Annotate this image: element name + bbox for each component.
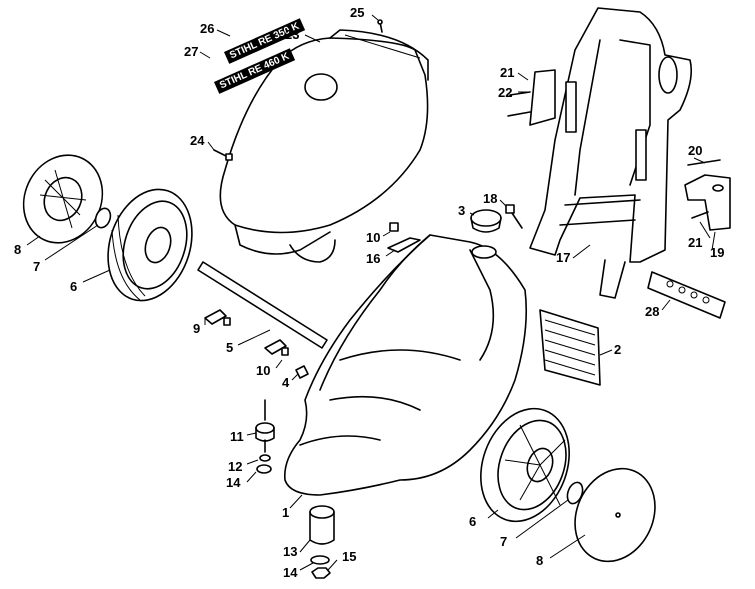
label-part-16: 16 bbox=[366, 251, 381, 266]
label-part-15: 15 bbox=[342, 549, 357, 564]
label-part-22: 22 bbox=[498, 85, 513, 100]
label-part-14-bottom: 14 bbox=[283, 565, 298, 580]
part-2-grille bbox=[539, 309, 601, 386]
label-part-9: 9 bbox=[193, 321, 201, 336]
label-part-6-left: 6 bbox=[70, 279, 78, 294]
part-15-nut bbox=[311, 567, 331, 579]
part-8-hubcap-right bbox=[574, 467, 656, 563]
label-part-21-right: 21 bbox=[688, 235, 703, 250]
label-part-26: 26 bbox=[200, 21, 215, 36]
label-part-25: 25 bbox=[350, 5, 365, 20]
part-5-axle bbox=[197, 261, 328, 349]
part-3-cap bbox=[470, 209, 502, 233]
label-part-2: 2 bbox=[614, 342, 622, 357]
label-part-14-left: 14 bbox=[226, 475, 241, 490]
label-part-8-right: 8 bbox=[536, 553, 544, 568]
label-part-24: 24 bbox=[190, 133, 205, 148]
part-10-screw-top bbox=[389, 222, 399, 232]
part-18-screw bbox=[505, 204, 523, 229]
part-24-screw bbox=[213, 149, 233, 161]
label-part-19: 19 bbox=[710, 245, 725, 260]
part-6-wheel-right bbox=[480, 407, 570, 523]
part-17-handle bbox=[529, 7, 693, 299]
label-part-6-right: 6 bbox=[469, 514, 477, 529]
label-part-23: 23 bbox=[285, 27, 300, 42]
part-19-clamp bbox=[684, 159, 731, 231]
leader-lines bbox=[26, 14, 716, 571]
label-part-7-right: 7 bbox=[500, 534, 508, 549]
part-7-ring-left bbox=[94, 207, 112, 229]
label-part-18: 18 bbox=[483, 191, 498, 206]
label-part-5: 5 bbox=[226, 340, 234, 355]
part-23-cover bbox=[219, 29, 429, 263]
label-part-4: 4 bbox=[282, 375, 290, 390]
part-22-clamp bbox=[507, 69, 556, 126]
part-14-washer-bottom bbox=[310, 555, 330, 565]
label-part-10-bottom: 10 bbox=[256, 363, 271, 378]
label-part-20: 20 bbox=[688, 143, 703, 158]
part-8-hubcap-left bbox=[22, 154, 104, 244]
label-part-13: 13 bbox=[283, 544, 298, 559]
label-part-27: 27 bbox=[184, 44, 199, 59]
part-12-nut bbox=[259, 454, 271, 462]
part-1-chassis bbox=[283, 234, 528, 496]
part-13-foot bbox=[309, 505, 335, 545]
part-28-decal-strip bbox=[647, 271, 726, 319]
label-part-17: 17 bbox=[556, 250, 571, 265]
part-11-mount bbox=[255, 399, 275, 453]
label-part-3: 3 bbox=[458, 203, 466, 218]
part-6-wheel-left bbox=[107, 188, 193, 302]
label-part-12: 12 bbox=[228, 459, 243, 474]
label-part-1: 1 bbox=[282, 505, 290, 520]
part-9-bracket bbox=[204, 309, 231, 326]
label-part-7-left: 7 bbox=[33, 259, 41, 274]
label-part-28: 28 bbox=[645, 304, 660, 319]
label-part-11: 11 bbox=[230, 429, 244, 444]
label-part-10-top: 10 bbox=[366, 230, 381, 245]
part-25-screw bbox=[377, 19, 383, 33]
label-part-21-top: 21 bbox=[500, 65, 515, 80]
part-10-bracket bbox=[264, 339, 289, 356]
part-14-washer-left bbox=[256, 464, 272, 474]
label-part-8-left: 8 bbox=[14, 242, 22, 257]
part-4-clip bbox=[295, 365, 309, 379]
